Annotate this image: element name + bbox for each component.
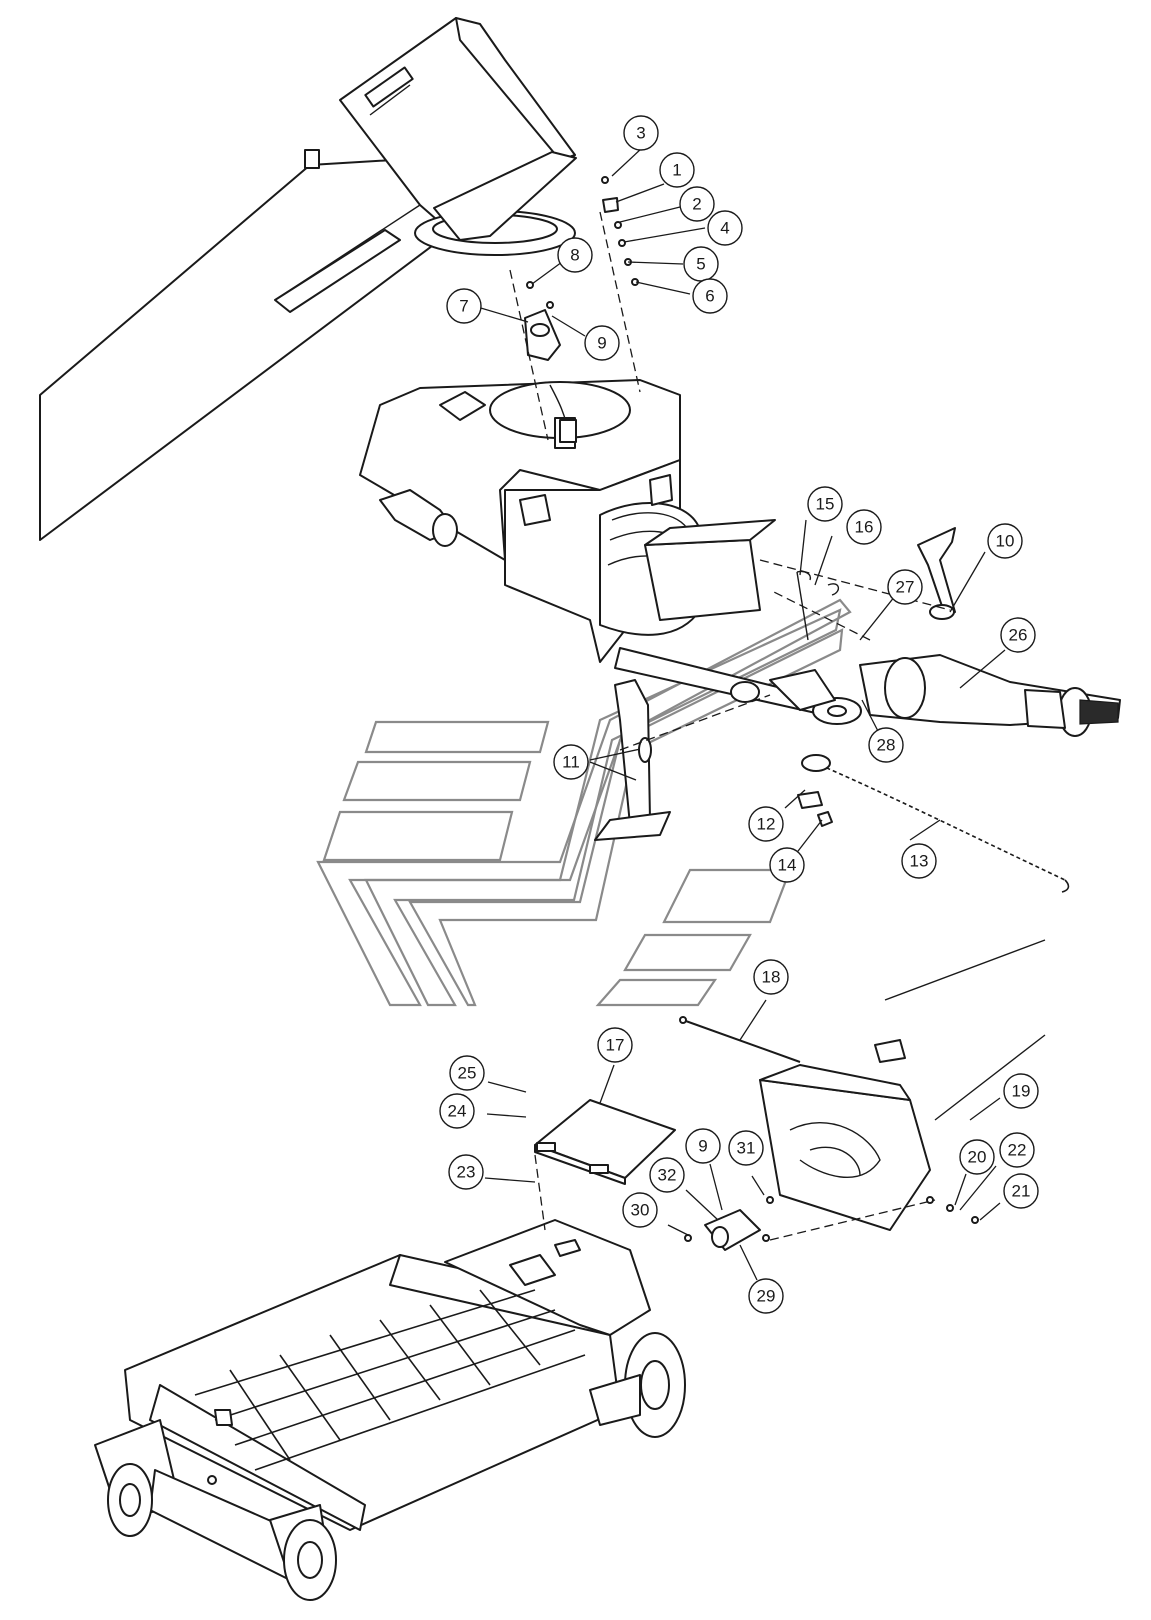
callout-29: 29 — [748, 1278, 784, 1314]
callout-number: 11 — [562, 753, 580, 772]
callout-number: 2 — [692, 195, 701, 214]
callout-9: 9 — [584, 325, 620, 361]
watermark-logo — [316, 598, 852, 1007]
callout-16: 16 — [846, 509, 882, 545]
callout-number: 19 — [1012, 1082, 1031, 1101]
callout-13: 13 — [901, 843, 937, 879]
callout-number: 32 — [658, 1166, 677, 1185]
callout-12: 12 — [748, 806, 784, 842]
assembly-guides-top — [509, 211, 951, 751]
callout-number: 31 — [737, 1139, 756, 1158]
callout-18: 18 — [753, 959, 789, 995]
callout-28: 28 — [868, 727, 904, 763]
drawbar — [614, 647, 862, 725]
callout-23: 23 — [448, 1154, 484, 1190]
callout-21: 21 — [1003, 1173, 1039, 1209]
callout-19: 19 — [1003, 1073, 1039, 1109]
callout-number: 13 — [910, 852, 929, 871]
callout-number: 4 — [720, 219, 729, 238]
callout-number: 26 — [1009, 626, 1028, 645]
callout-number: 9 — [698, 1137, 707, 1156]
upper-coupling — [524, 281, 577, 443]
callout-32: 32 — [649, 1157, 685, 1193]
callout-number: 10 — [996, 532, 1015, 551]
callout-number: 6 — [705, 287, 714, 306]
lever-bracket — [917, 527, 956, 620]
assembly-guides-bottom — [534, 1154, 936, 1241]
callout-17: 17 — [597, 1027, 633, 1063]
callout-number: 20 — [968, 1148, 987, 1167]
callout-14: 14 — [769, 847, 805, 883]
callout-31: 31 — [728, 1130, 764, 1166]
callout-number: 14 — [778, 856, 797, 875]
callout-3: 3 — [623, 115, 659, 151]
lower-coupling — [684, 1196, 979, 1251]
discharge-chute — [39, 17, 577, 541]
callout-11: 11 — [553, 744, 589, 780]
callout-4: 4 — [707, 210, 743, 246]
callout-6: 6 — [692, 278, 728, 314]
callout-5: 5 — [683, 246, 719, 282]
callout-number: 3 — [636, 124, 645, 143]
callout-24: 24 — [439, 1093, 475, 1129]
auger-hood — [679, 939, 1046, 1231]
auger-grid — [194, 1289, 586, 1471]
safety-chain — [797, 754, 1070, 893]
callout-9-lower: 9 — [685, 1128, 721, 1164]
hopper-base — [94, 1219, 686, 1601]
leader-lines — [473, 147, 1006, 1281]
callout-number: 17 — [606, 1036, 625, 1055]
callout-10: 10 — [987, 523, 1023, 559]
callout-1: 1 — [659, 152, 695, 188]
callout-number: 25 — [458, 1064, 477, 1083]
callout-number: 9 — [597, 334, 606, 353]
callout-number: 16 — [855, 518, 874, 537]
callout-number: 24 — [448, 1102, 467, 1121]
callout-25: 25 — [449, 1055, 485, 1091]
callout-2: 2 — [679, 186, 715, 222]
callout-number: 1 — [672, 161, 681, 180]
callout-15: 15 — [807, 486, 843, 522]
pto-shaft — [859, 654, 1121, 737]
callout-number: 12 — [757, 815, 776, 834]
callout-number: 28 — [877, 736, 896, 755]
callout-30: 30 — [622, 1192, 658, 1228]
callout-8: 8 — [557, 237, 593, 273]
callout-number: 22 — [1008, 1141, 1027, 1160]
callout-number: 15 — [816, 495, 835, 514]
callout-22: 22 — [999, 1132, 1035, 1168]
callout-number: 29 — [757, 1287, 776, 1306]
callout-number: 30 — [631, 1201, 650, 1220]
callout-number: 5 — [696, 255, 705, 274]
callout-number: 23 — [457, 1163, 476, 1182]
callout-number: 7 — [459, 297, 468, 316]
callout-26: 26 — [1000, 617, 1036, 653]
callout-20: 20 — [959, 1139, 995, 1175]
callout-number: 18 — [762, 968, 781, 987]
callout-number: 21 — [1012, 1182, 1031, 1201]
callout-number: 8 — [570, 246, 579, 265]
callout-27: 27 — [887, 569, 923, 605]
top-hardware — [601, 176, 639, 286]
callout-number: 27 — [896, 578, 915, 597]
callout-7: 7 — [446, 288, 482, 324]
main-housing — [359, 379, 776, 663]
jack-stand — [589, 679, 671, 841]
access-panel — [534, 1099, 676, 1185]
